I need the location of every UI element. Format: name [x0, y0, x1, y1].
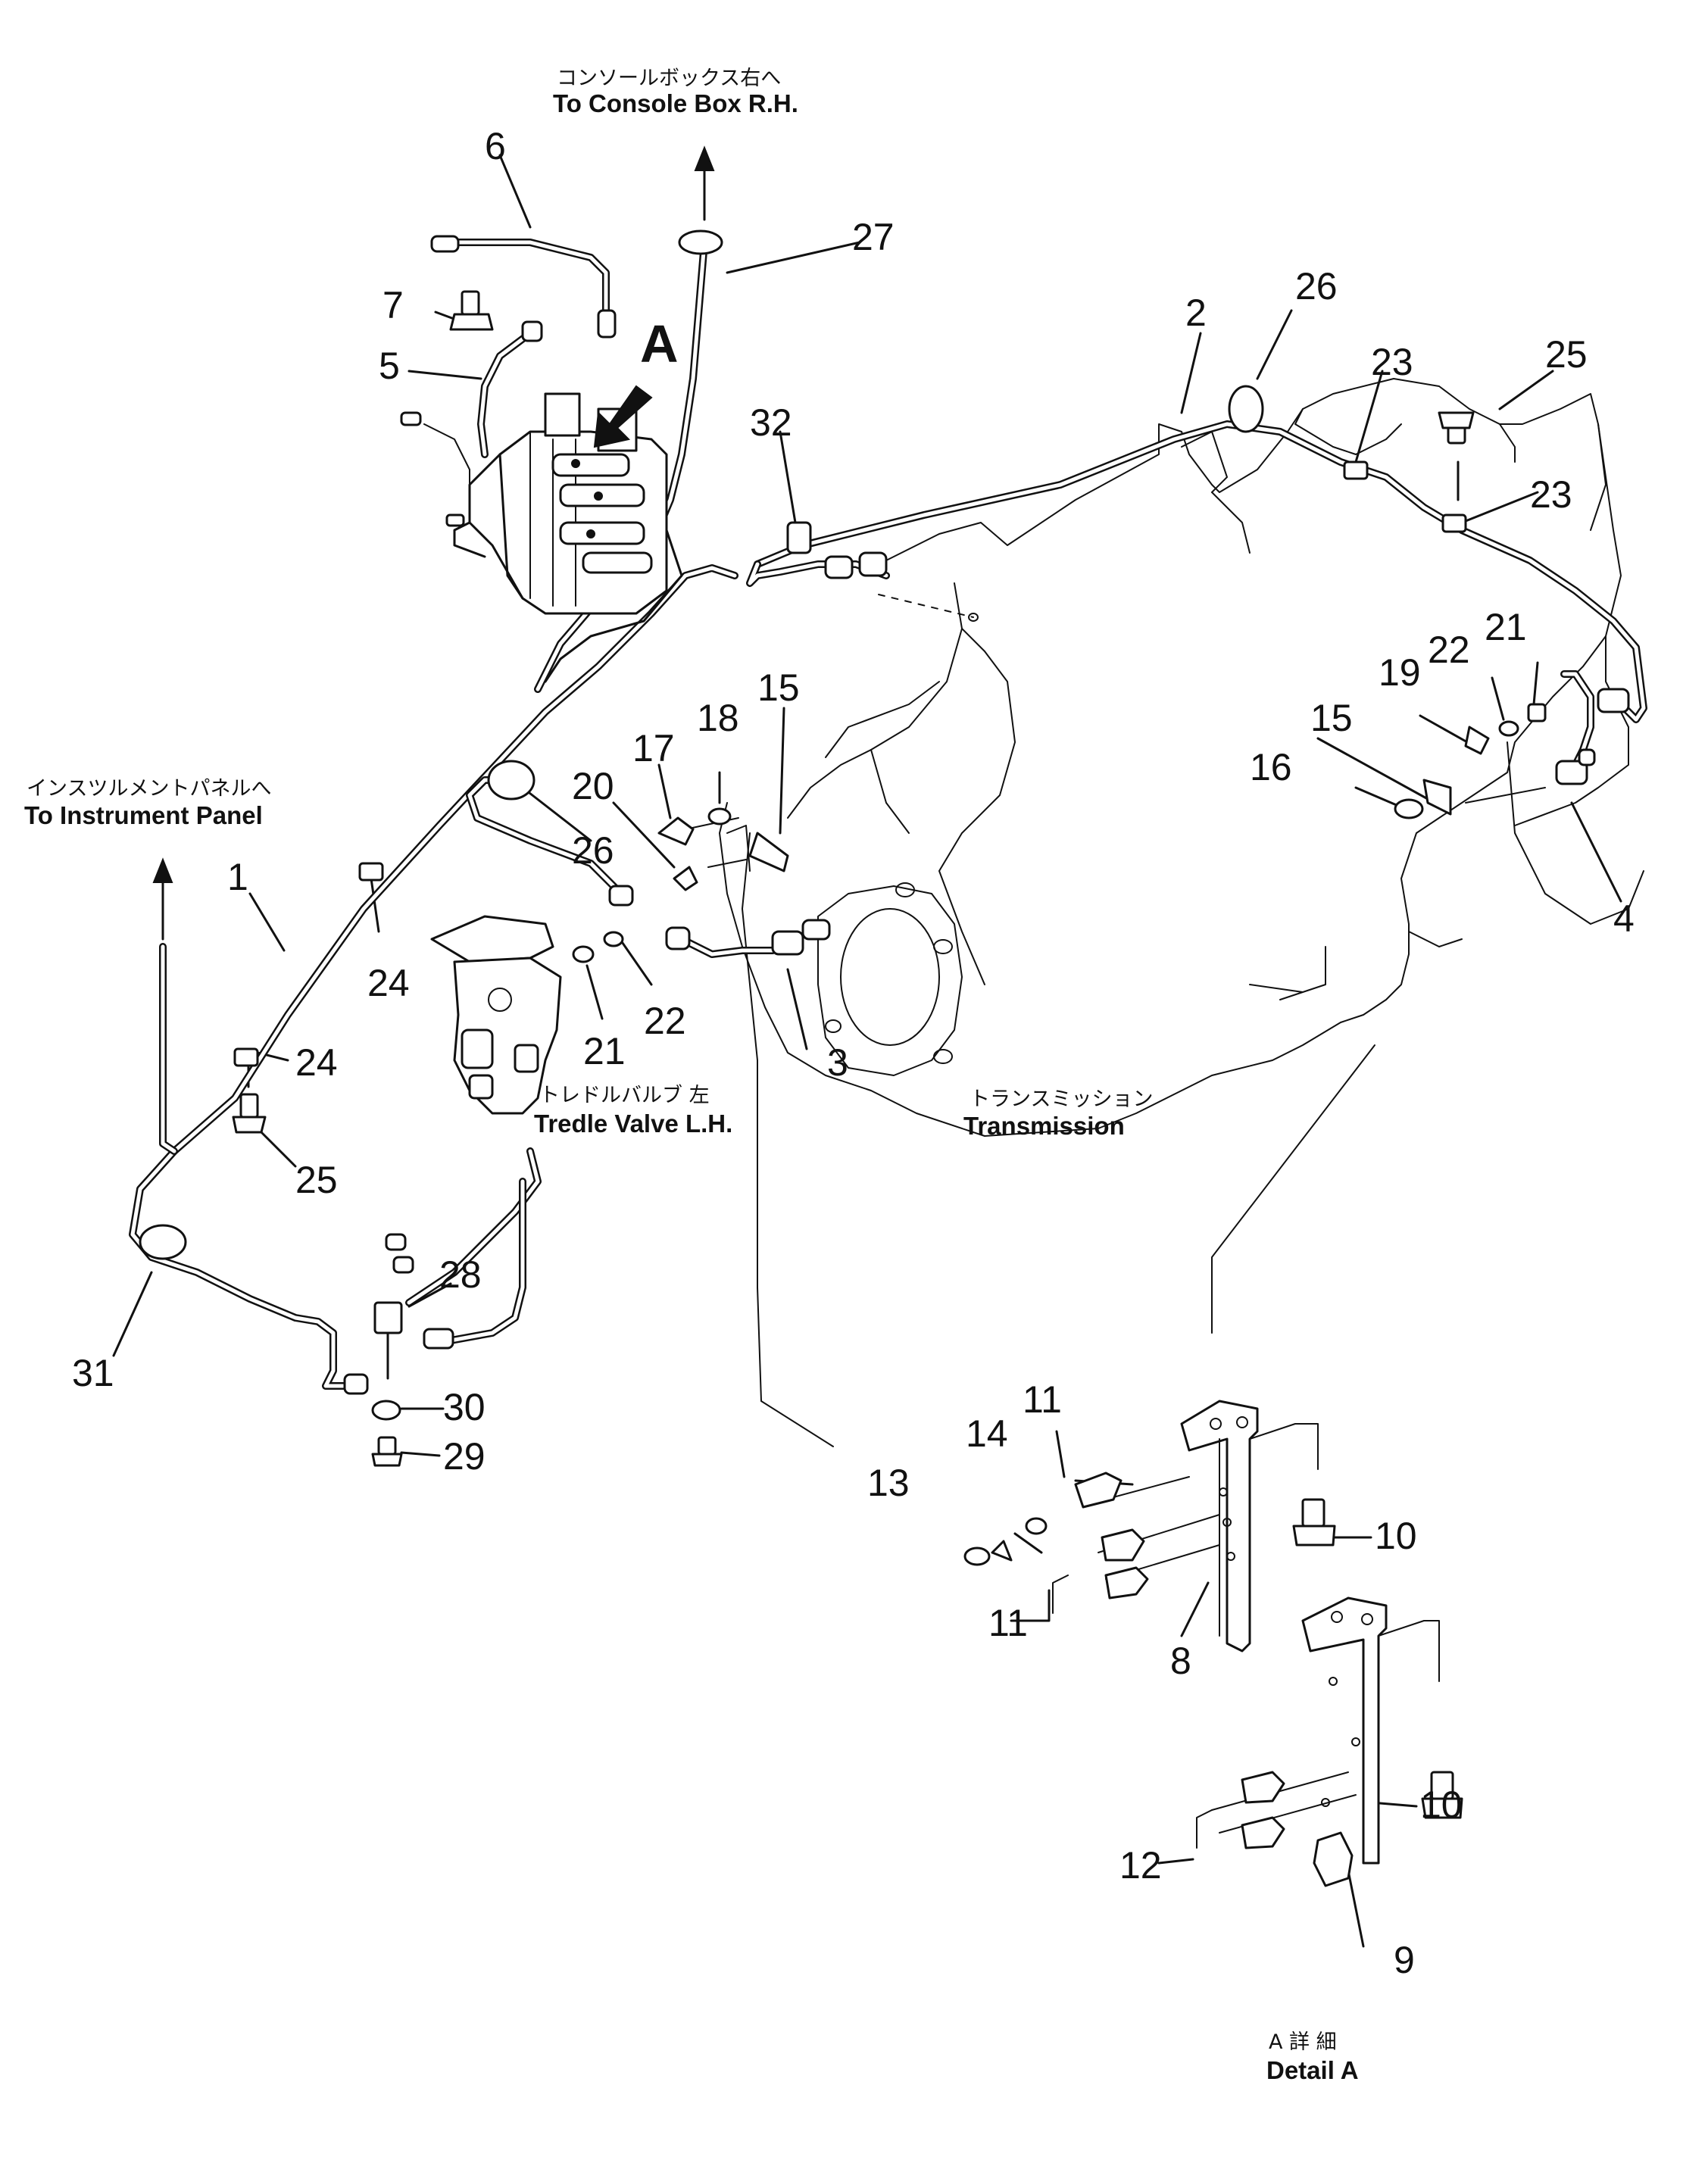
console-caption-jp: コンソールボックス右へ: [557, 67, 781, 90]
callout-label: 2: [1185, 292, 1207, 334]
callout-label: 23: [1371, 341, 1413, 383]
callout-label: 14: [966, 1412, 1008, 1455]
callout-label: 15: [1310, 697, 1353, 739]
callout-label: 22: [644, 1000, 686, 1042]
callout-label: 17: [632, 727, 675, 769]
callout-label: 21: [1485, 606, 1527, 648]
fitting-32: [786, 521, 888, 579]
callout-label: 4: [1613, 897, 1635, 940]
callout-label: 11: [1023, 1378, 1062, 1421]
callout-label: 28: [439, 1253, 482, 1296]
callout-label: 16: [1250, 746, 1292, 788]
fitting-4: [1555, 688, 1630, 785]
valve-block: [400, 392, 683, 683]
instrument-caption-jp: インスツルメントパネルへ: [27, 777, 271, 801]
callout-label: 30: [443, 1386, 486, 1428]
view-marker-a: A: [640, 314, 679, 373]
callout-label: 13: [867, 1462, 910, 1504]
callout-label: 9: [1394, 1939, 1415, 1981]
instrument-caption-en: To Instrument Panel: [24, 801, 263, 829]
callout-label: 29: [443, 1435, 486, 1478]
callout-label: 18: [697, 697, 739, 739]
callout-label: 12: [1119, 1844, 1162, 1887]
callout-label: 25: [295, 1159, 338, 1201]
detail-caption-jp: A 詳 細: [1269, 2030, 1337, 2054]
callout-label: 3: [827, 1041, 848, 1084]
callout-label: 7: [383, 284, 404, 326]
callout-label: 20: [572, 765, 614, 807]
callout-label: 10: [1420, 1784, 1463, 1826]
callout-label: 8: [1170, 1640, 1191, 1682]
tredle-caption-en: Tredle Valve L.H.: [534, 1110, 732, 1138]
transmission-caption-jp: トランスミッション: [970, 1088, 1153, 1111]
callout-label: 11: [988, 1602, 1028, 1644]
transmission-housing: [719, 378, 1644, 1137]
callout-label: 19: [1379, 651, 1421, 694]
callout-label: 23: [1530, 473, 1572, 516]
leader-lines: [112, 154, 1622, 1948]
callout-label: 24: [295, 1041, 338, 1084]
tredle-valve: [430, 915, 562, 1115]
detail-caption-en: Detail A: [1266, 2056, 1359, 2084]
callout-label: 21: [583, 1030, 626, 1072]
callout-label: 25: [1545, 333, 1588, 376]
components: [139, 229, 1630, 1887]
callout-label: 15: [757, 666, 800, 709]
callout-label: 6: [485, 125, 506, 167]
callout-labels: 1 2 3 4 5 6 7 8 9 10 10 11 11 12 13 14 1…: [72, 125, 1635, 1981]
callout-label: 24: [367, 962, 410, 1004]
fitting-3: [665, 919, 831, 956]
callout-label: 10: [1375, 1515, 1417, 1557]
callout-label: 1: [227, 856, 248, 898]
callout-label: 26: [572, 829, 614, 872]
bracket-8: [1180, 1400, 1319, 1653]
tredle-caption-jp: トレドルバルブ 左: [539, 1084, 710, 1107]
view-arrow: [593, 385, 653, 448]
callout-label: 31: [72, 1352, 114, 1394]
callout-label: 26: [1295, 265, 1338, 307]
bracket-9: [1301, 1596, 1440, 1887]
console-caption-en: To Console Box R.H.: [553, 89, 798, 117]
flow-arrows: [152, 145, 715, 941]
transmission-caption-en: Transmission: [963, 1112, 1125, 1140]
callout-label: 5: [379, 345, 400, 387]
callout-label: 32: [750, 401, 792, 444]
callout-label: 27: [852, 216, 895, 258]
callout-label: 22: [1428, 629, 1470, 671]
